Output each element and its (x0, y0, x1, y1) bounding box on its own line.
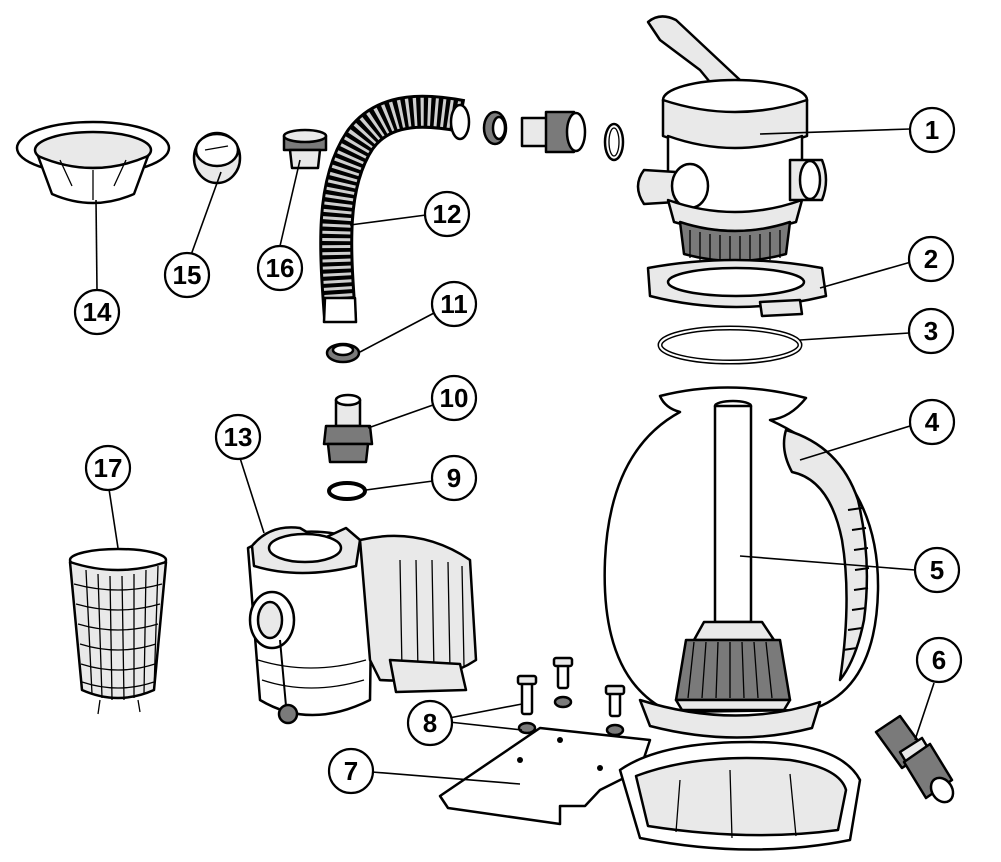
svg-text:15: 15 (173, 260, 202, 290)
leader-16 (279, 159, 301, 247)
svg-text:4: 4 (925, 407, 940, 437)
svg-text:10: 10 (440, 383, 469, 413)
leader-17 (108, 488, 119, 549)
svg-text:3: 3 (924, 316, 938, 346)
callout-15: 15 (163, 251, 211, 299)
part-2-clamp-ring (646, 258, 828, 318)
leader-5 (739, 555, 916, 571)
callout-16: 16 (256, 244, 304, 292)
leader-11 (359, 312, 435, 353)
leader-12 (349, 214, 427, 226)
leader-4 (799, 425, 911, 461)
leader-6 (914, 682, 935, 741)
svg-text:12: 12 (433, 199, 462, 229)
callout-6: 6 (915, 636, 963, 684)
hose-union-fittings (482, 110, 625, 162)
svg-text:1: 1 (925, 115, 939, 145)
leader-8a (448, 703, 523, 719)
svg-text:5: 5 (930, 555, 944, 585)
leader-8b (448, 721, 523, 731)
svg-text:16: 16 (266, 253, 295, 283)
part-16-drain-plug (282, 128, 328, 170)
callout-3: 3 (907, 307, 955, 355)
callout-9: 9 (430, 454, 478, 502)
callout-1: 1 (908, 106, 956, 154)
callout-8: 8 (406, 699, 454, 747)
svg-text:9: 9 (447, 463, 461, 493)
callout-17: 17 (84, 444, 132, 492)
leader-3 (799, 332, 910, 341)
part-10-threaded-adapter (322, 393, 374, 464)
svg-text:17: 17 (94, 453, 123, 483)
leader-1 (759, 128, 911, 135)
svg-text:8: 8 (423, 708, 437, 738)
part-6-drain-fitting (874, 714, 955, 804)
callout-10: 10 (430, 374, 478, 422)
leader-10 (367, 404, 434, 429)
svg-text:2: 2 (924, 244, 938, 274)
svg-text:6: 6 (932, 645, 946, 675)
svg-text:13: 13 (224, 422, 253, 452)
callout-2: 2 (907, 235, 955, 283)
part-3-o-ring (657, 325, 803, 365)
part-13-pump (246, 526, 478, 725)
part-15-pressure-gauge (192, 131, 242, 185)
callout-12: 12 (423, 190, 471, 238)
part-11-clamp-nut (325, 342, 361, 364)
part-7-base-platform (438, 726, 862, 851)
svg-text:7: 7 (344, 756, 358, 786)
leader-14 (95, 199, 98, 291)
callout-14: 14 (73, 288, 121, 336)
svg-text:14: 14 (83, 297, 112, 327)
leader-13 (239, 457, 265, 534)
part-9-small-o-ring (327, 481, 367, 501)
part-1-multiport-valve (636, 15, 828, 264)
part-12-hose (319, 94, 471, 324)
callout-5: 5 (913, 546, 961, 594)
callout-7: 7 (327, 747, 375, 795)
part-17-strainer-basket (68, 547, 168, 715)
svg-text:11: 11 (440, 289, 468, 319)
leader-2 (819, 261, 912, 289)
part-14-strainer-ring (15, 120, 171, 205)
callout-4: 4 (908, 398, 956, 446)
leader-15 (190, 171, 222, 256)
part-8-bolts (516, 656, 626, 737)
part-5-standpipe (674, 399, 792, 712)
leader-7 (371, 771, 521, 785)
callout-11: 11 (430, 280, 478, 328)
leader-lines (95, 128, 935, 785)
callout-13: 13 (214, 413, 262, 461)
leader-9 (365, 480, 434, 491)
